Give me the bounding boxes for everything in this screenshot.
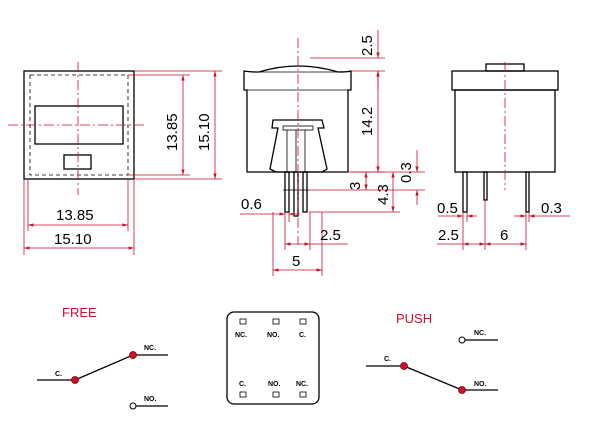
free-no-label: NO. [144,396,157,403]
front-indicator [63,154,92,170]
free-common-contact [71,376,79,384]
free-nc-label: NC. [144,345,156,352]
side-pin-length-label: 4.3 [375,184,392,205]
pin-layout: NC. NO. C. C. NO. NC. [226,311,320,405]
push-schematic: PUSH C. NC. NO. [366,311,498,394]
push-common-contact [400,362,408,370]
front-outer-height-label: 15.10 [196,113,213,151]
end-pin-pitch-label: 6 [500,227,508,244]
free-common-label: C. [55,371,62,378]
pin-top-3: C. [299,332,306,339]
end-pin-middle [483,171,488,201]
side-pin-3 [302,171,308,213]
side-pin-2 [293,171,299,217]
front-outer-width-label: 15.10 [54,231,92,248]
side-cap-height-label: 2.5 [359,35,376,56]
free-nc-contact [129,351,137,359]
side-pin-span-label: 5 [292,253,300,270]
front-inner-height-label: 13.85 [164,113,181,151]
side-pin-thickness-label: 0.3 [398,162,415,183]
push-nc-contact [458,336,466,344]
end-pin-offset-label: 2.5 [438,227,459,244]
end-pin-width-right-label: 0.3 [541,200,562,217]
side-body-outline [243,65,352,173]
push-label: PUSH [396,311,432,326]
pin-layout-outline [226,311,320,405]
side-pin-1 [284,171,290,213]
pin-bottom-3: NC. [296,381,308,388]
pin-top-2: NO. [267,332,280,339]
end-pin-right [525,171,530,213]
pin-top-1: NC. [235,332,247,339]
push-no-label: NO. [474,381,487,388]
side-pin-step-label: 3 [347,182,364,190]
free-schematic: FREE C. NC. NO. [37,305,168,410]
side-body-height-label: 14.2 [359,107,376,136]
pin-bottom-2: NO. [268,381,281,388]
end-view: 0.5 0.3 2.5 6 [437,62,570,250]
push-nc-label: NC. [474,330,486,337]
push-common-label: C. [384,356,391,363]
side-view: 2.5 14.2 3 4.3 0.3 0.6 2.5 5 [240,30,425,276]
end-pin-width-left-label: 0.5 [437,200,458,217]
side-actuator [269,119,328,173]
front-view: 13.85 15.10 13.85 15.10 [8,62,222,255]
side-pin-span-small-label: 2.5 [320,227,341,244]
push-no-contact [458,386,466,394]
free-no-contact [129,402,137,410]
end-pin-left [462,171,468,213]
side-pin-offset-label: 0.6 [241,196,262,213]
front-inner-width-label: 13.85 [56,207,94,224]
pin-bottom-1: C. [239,381,246,388]
free-label: FREE [62,305,97,320]
